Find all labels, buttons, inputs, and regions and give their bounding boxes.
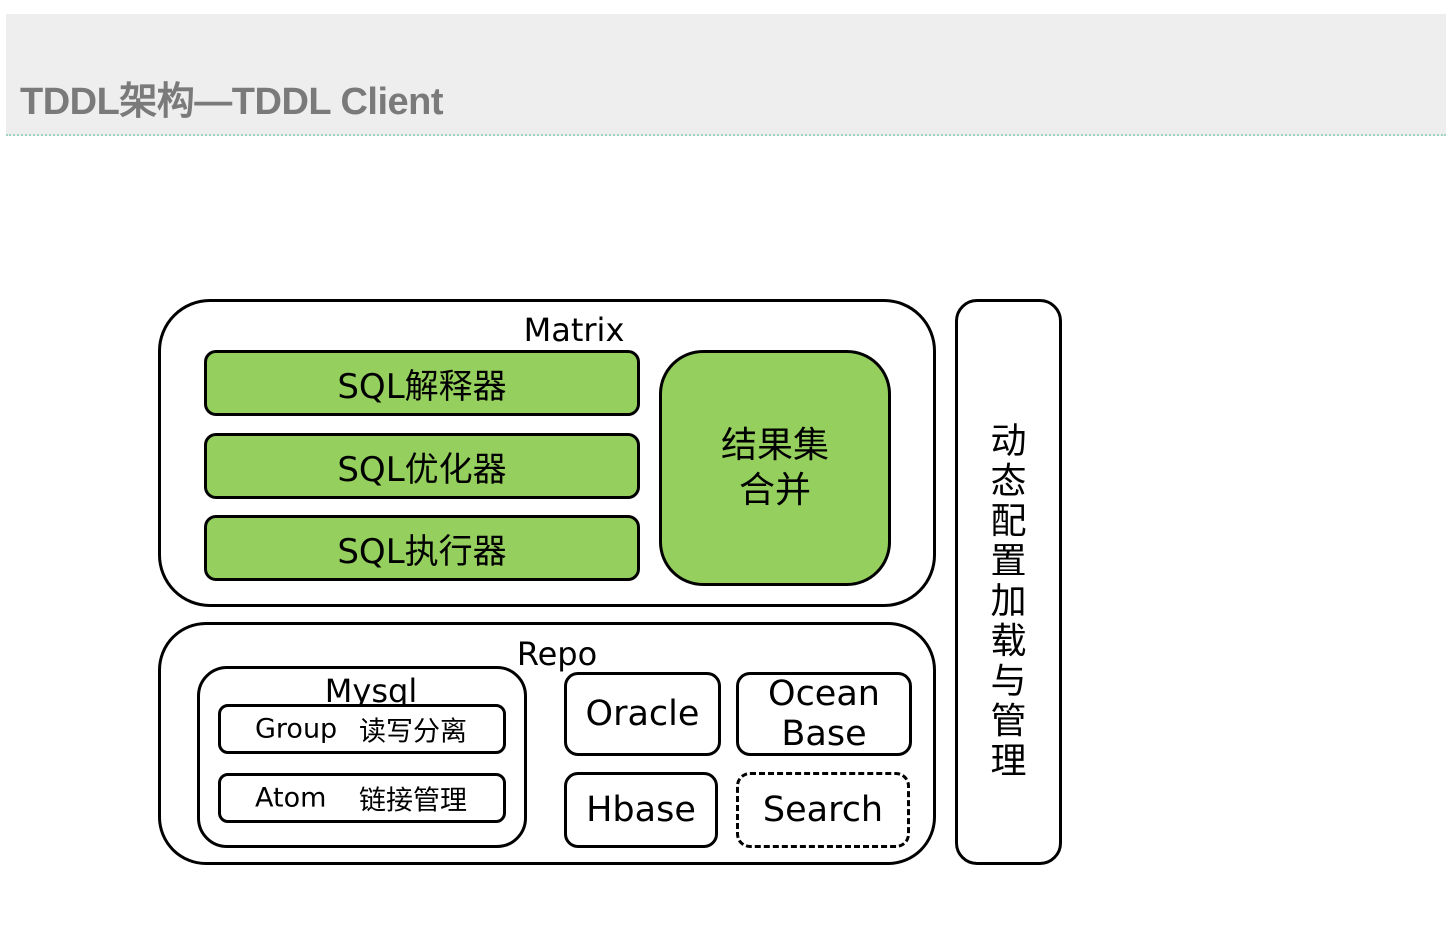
result-merge-line1: 结果集: [720, 425, 829, 466]
page-title: TDDL架构—TDDL Client: [20, 81, 444, 123]
config-char: 管: [990, 701, 1027, 742]
group-row: Group 读写分离: [218, 704, 506, 754]
oceanbase-line1: Ocean: [768, 673, 880, 714]
hbase-box: Hbase: [564, 772, 718, 848]
search-label: Search: [762, 789, 884, 830]
config-char: 载: [990, 621, 1027, 662]
oracle-label: Oracle: [585, 693, 700, 734]
config-char: 态: [990, 461, 1027, 502]
atom-value: 链接管理: [359, 785, 467, 817]
oceanbase-line2: Base: [781, 714, 867, 754]
result-merge-line2: 合并: [738, 470, 811, 511]
config-char: 配: [990, 501, 1027, 542]
search-box: Search: [736, 772, 910, 848]
sql-optimizer-box: SQL优化器: [204, 433, 640, 499]
group-key: Group: [255, 713, 338, 745]
config-char: 动: [990, 421, 1027, 462]
config-char: 与: [990, 661, 1027, 702]
atom-key: Atom: [255, 782, 327, 814]
config-panel: [955, 299, 1062, 865]
group-value: 读写分离: [359, 716, 467, 748]
header-band: [6, 14, 1446, 136]
sql-parser-box: SQL解释器: [204, 350, 640, 416]
hbase-label: Hbase: [586, 789, 696, 830]
config-char: 加: [990, 581, 1027, 622]
oracle-box: Oracle: [564, 672, 721, 756]
atom-row: Atom 链接管理: [218, 773, 506, 823]
oceanbase-box: Ocean Base: [736, 672, 912, 756]
matrix-label: Matrix: [523, 311, 625, 349]
repo-label: Repo: [516, 635, 598, 673]
result-merge-box: 结果集 合并: [659, 350, 891, 586]
config-char: 置: [990, 541, 1027, 582]
mysql-label: Mysql: [324, 672, 418, 710]
config-char: 理: [990, 741, 1027, 782]
sql-executor-box: SQL执行器: [204, 515, 640, 581]
config-text: 动 态 配 置 加 载 与 管 理: [955, 422, 1062, 782]
